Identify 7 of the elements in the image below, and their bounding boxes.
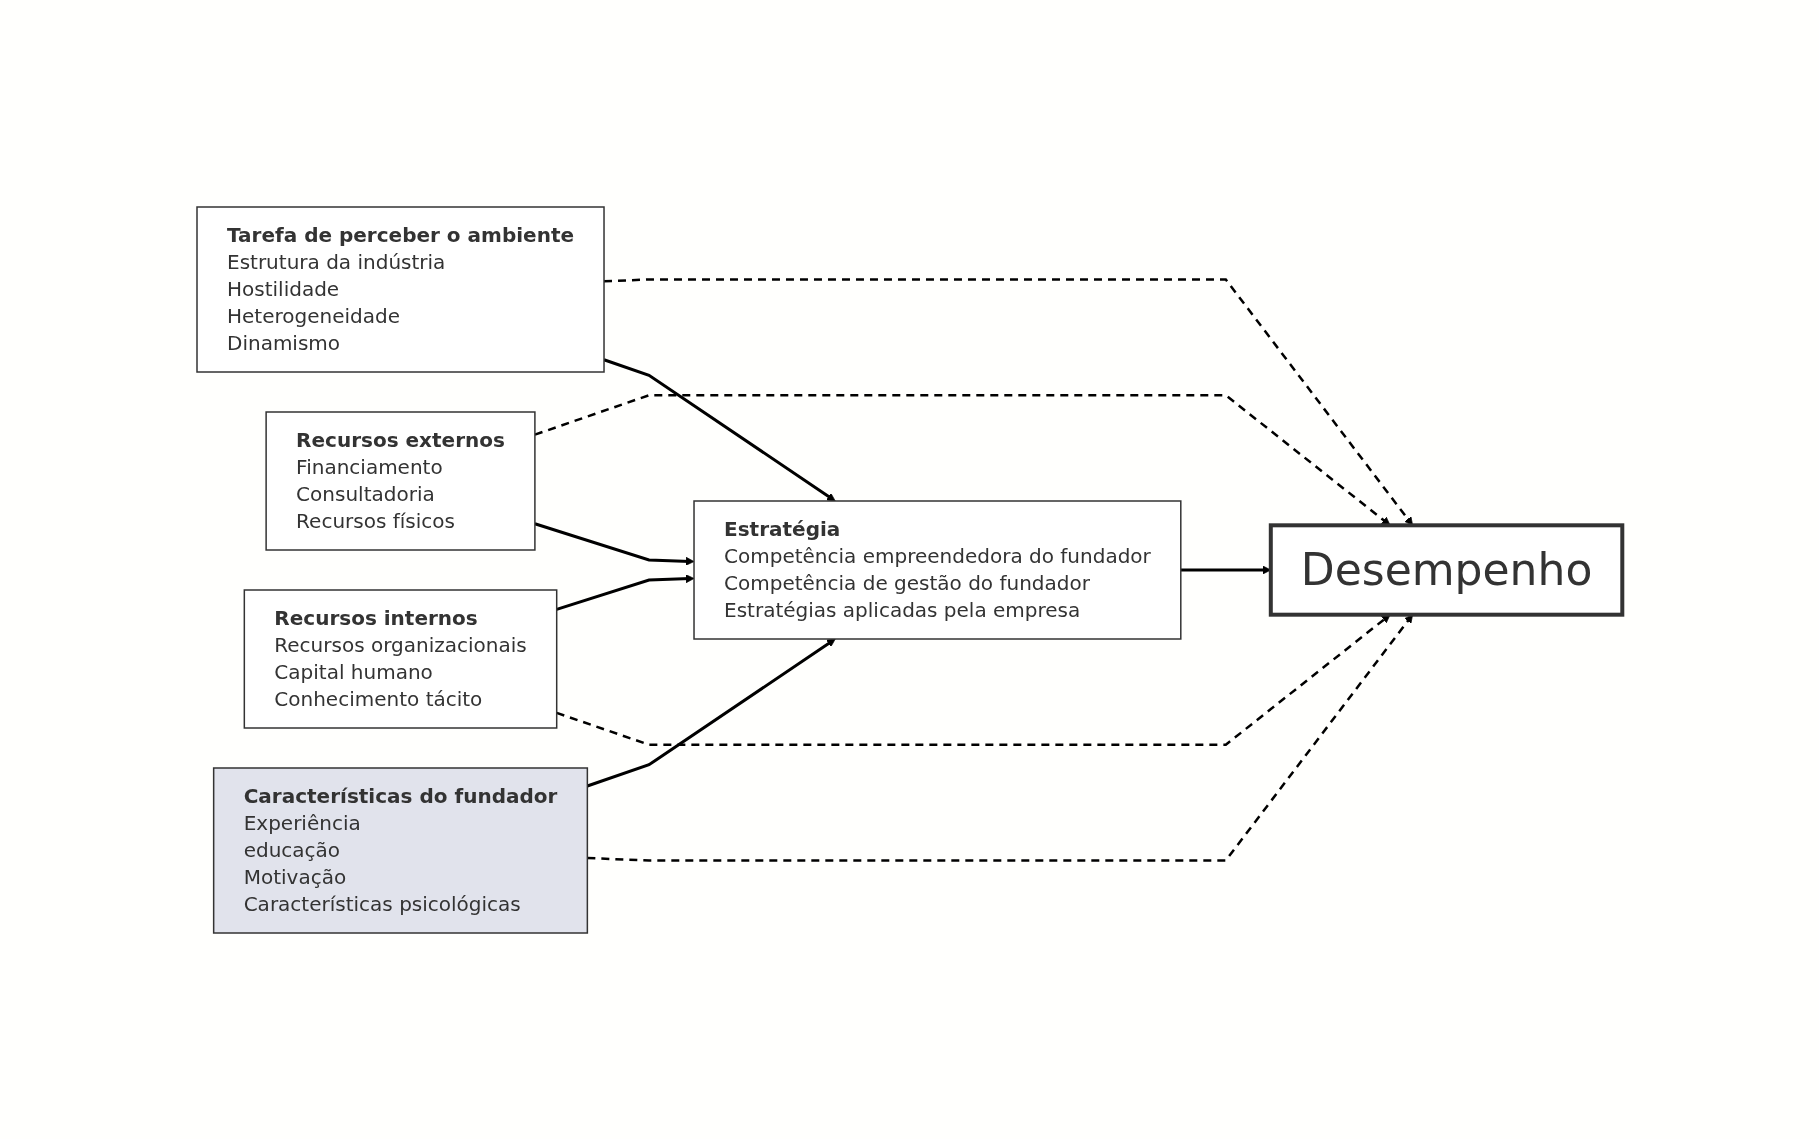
node-box: Recursos externos Financiamento Consultadoria Recursos físicos [265,410,536,551]
node-box: Estratégia Competência empreendedora do fundador Competência de gestão do fundador Estratégias aplicadas pela empresa [693,499,1182,640]
node-box: Tarefa de perceber o ambiente Estrutura da indústria Hostilidade Heterogeneidade Dinamismo [196,205,605,373]
node-box: Características do fundador Experiência educação Motivação Características psicológicas [212,766,588,934]
arrow [603,357,836,501]
node-box: Recursos internos Recursos organizacionais Capital humano Conhecimento tácito [243,588,558,729]
node-box: Desempenho [1268,522,1625,617]
